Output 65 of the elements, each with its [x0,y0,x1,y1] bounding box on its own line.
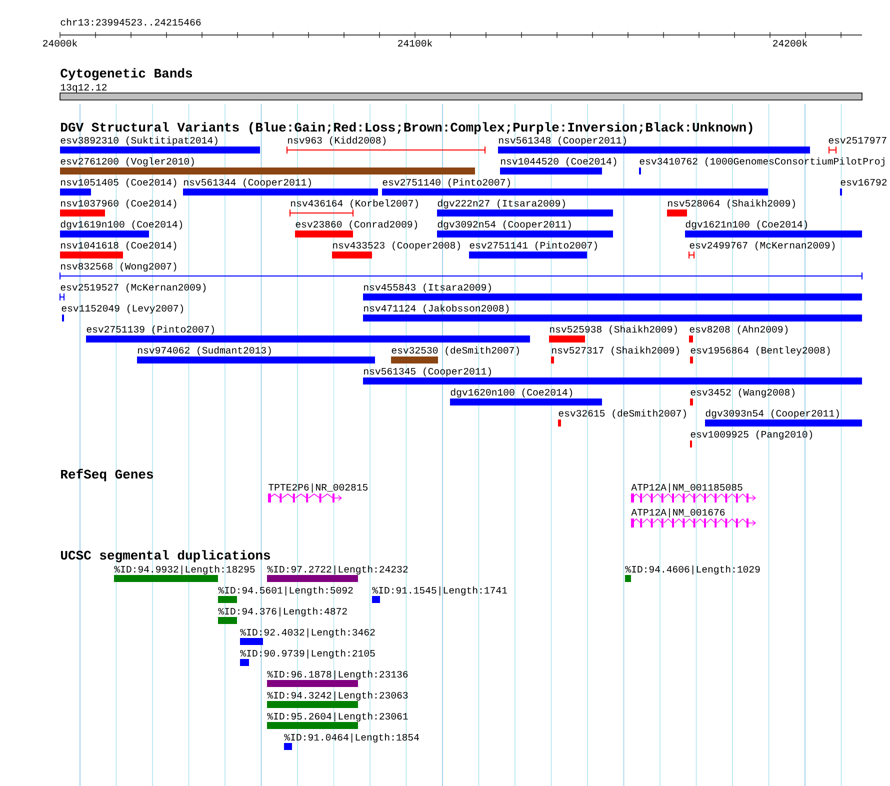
variant-label: nsv1044520 (Coe2014) [501,157,616,167]
gene-label: ATP12A|NM_001676 [631,508,725,518]
variant-label: nsv528064 (Shaikh2009) [668,199,795,209]
variant-label: dgv1619n100 (Coe2014) [60,220,182,230]
variant-label: nsv561345 (Cooper2011) [364,367,491,377]
variant-label: nsv1041618 (Coe2014) [61,241,176,251]
duplication-label: %ID:94.5601|Length:5092 [218,586,353,596]
duplication-label: %ID:94.9932|Length:18295 [114,565,255,575]
variant-label: esv32530 (deSmith2007) [392,346,519,356]
variant-label: dgv3092n54 (Cooper2011) [438,220,571,230]
variant-label: nsv527317 (Shaikh2009) [552,346,679,356]
variant-label: nsv525938 (Shaikh2009) [550,325,677,335]
variant-label: esv2517977 [828,136,886,144]
variant-label: esv1956864 (Bentley2008) [690,346,830,356]
variant-label: esv16792 [840,178,887,186]
variant-label: esv2751140 (Pinto2007) [382,178,510,188]
duplication-label: %ID:94.3242|Length:23063 [267,691,408,701]
gene-label: TPTE2P6|NR_002815 [268,483,368,493]
band-label: 13q12.12 [60,84,107,93]
duplication-label: %ID:91.1545|Length:1741 [372,586,507,596]
variant-label: esv2499767 (McKernan2009) [690,241,835,251]
variant-label: nsv436164 (Korbel2007) [291,199,418,209]
variant-label: esv2519527 (McKernan2009) [60,283,206,293]
variant-label: nsv963 (Kidd2008) [288,136,386,146]
variant-label: nsv1037960 (Coe2014) [61,199,176,209]
duplication-label: %ID:94.376|Length:4872 [218,607,347,617]
gene-label: ATP12A|NM_001185085 [631,483,742,493]
variant-label: nsv561344 (Cooper2011) [184,178,311,188]
track-title: Cytogenetic Bands [60,68,192,80]
variant-label: dgv222n27 (Itsara2009) [438,199,565,209]
duplication-label: %ID:95.2604|Length:23061 [267,712,408,722]
scale-label: 24100k [398,39,432,47]
variant-label: esv3892310 (Suktitipat2014) [60,136,218,146]
variant-label: esv3452 (Wang2008) [690,388,794,398]
variant-label: esv32615 (deSmith2007) [558,409,686,419]
variant-label: dgv1621n100 (Coe2014) [686,220,808,230]
duplication-label: %ID:90.9739|Length:2105 [240,649,375,659]
variant-label: esv3410762 (1000GenomesConsortiumPilotProj [640,157,884,167]
variant-label: nsv455843 (Itsara2009) [364,283,491,293]
duplication-label: %ID:92.4032|Length:3462 [240,628,375,638]
scale-label: 24200k [773,39,808,47]
track-title: UCSC segmental duplications [61,550,270,562]
variant-label: nsv1051405 (Coe2014) [61,178,176,188]
variant-label: nsv974062 (Sudmant2013) [138,346,271,356]
variant-label: dgv1620n100 (Coe2014) [450,388,572,398]
variant-label: dgv3093n54 (Cooper2011) [706,409,839,419]
variant-label: esv1152049 (Levy2007) [62,304,184,314]
duplication-label: %ID:96.1878|Length:23136 [267,670,408,680]
variant-label: esv2751141 (Pinto2007) [470,241,597,251]
duplication-label: %ID:91.0464|Length:1854 [284,733,419,743]
variant-label: nsv433523 (Cooper2008) [333,241,460,251]
variant-label: esv23860 (Conrad2009) [296,220,418,230]
variant-label: esv2751139 (Pinto2007) [86,325,214,335]
variant-label: esv1009925 (Pang2010) [690,430,812,440]
variant-label: nsv471124 (Jakobsson2008) [364,304,509,314]
scale-label: 24000k [43,39,78,47]
duplication-label: %ID:97.2722|Length:24232 [267,565,408,575]
duplication-label: %ID:94.4606|Length:1029 [625,565,760,575]
track-title: RefSeq Genes [61,468,153,482]
variant-label: esv8208 (Ahn2009) [690,325,788,335]
variant-label: nsv832568 (Wong2007) [61,262,176,272]
variant-label: nsv561348 (Cooper2011) [499,136,626,146]
track-title: DGV Structural Variants (Blue:Gain;Red:Loss;Brown:Complex;Purple:Inversion;Black:Unknown) [61,122,752,134]
variant-label: esv2761200 (Vogler2010) [60,157,194,167]
coordinate-label: chr13:23994523..24215466 [60,18,201,26]
